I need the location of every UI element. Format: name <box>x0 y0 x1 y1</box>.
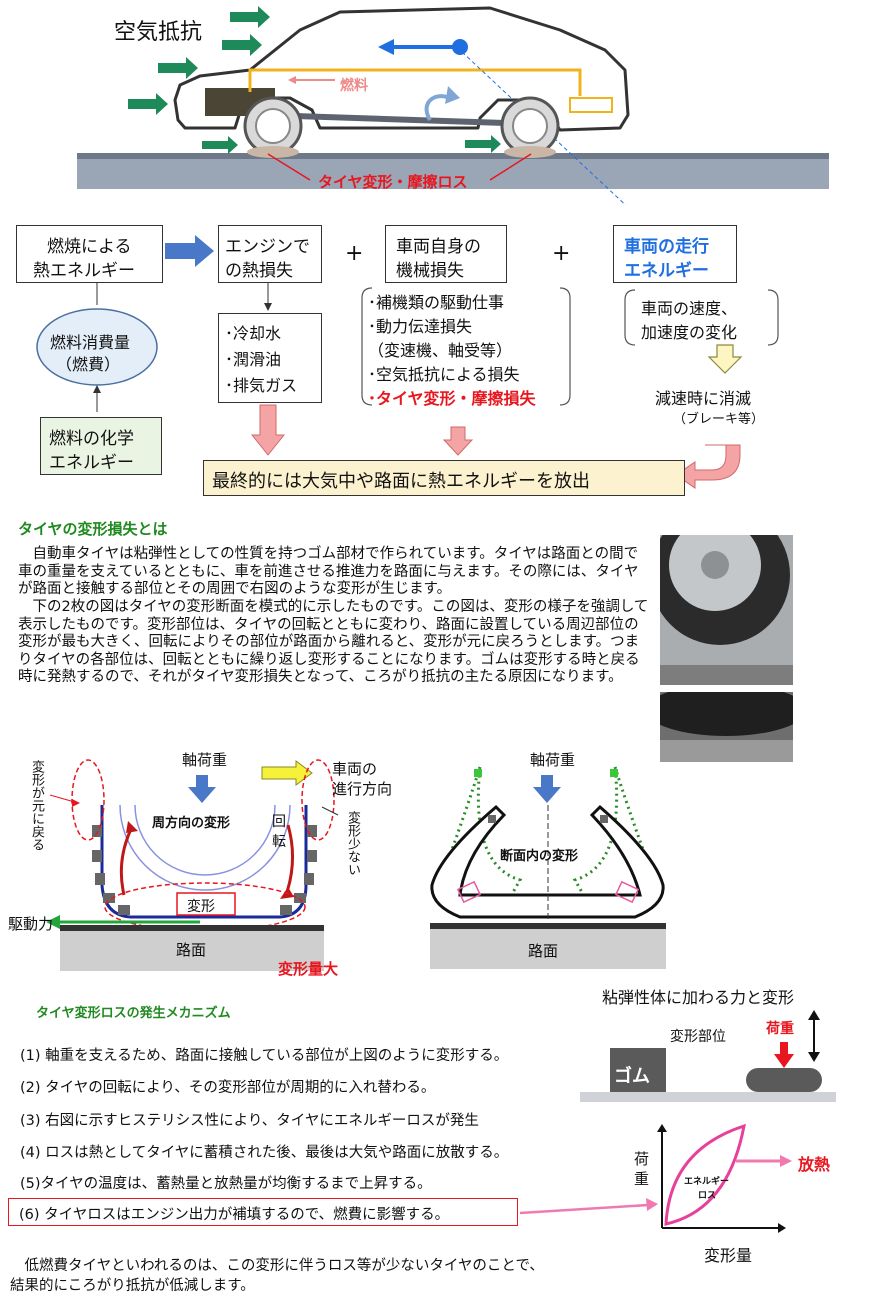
mechanism-item-4: (4) ロスは熱としてタイヤに蓄積された後、最後は大気や路面に放散する。 <box>20 1145 509 1161</box>
conclusion-line1: 低燃費タイヤといわれるのは、この変形に伴うロス等が少ないタイヤのことで、 <box>10 1258 544 1274</box>
drive-force-label: 駆動力 <box>8 915 54 933</box>
fuel-label: 燃料 <box>340 78 368 94</box>
tire-photo-top <box>660 535 793 685</box>
viscoelastic-drawing <box>519 1010 836 1233</box>
y-axis-char-1: 荷 <box>634 1150 650 1168</box>
car-title: 空気抵抗 <box>114 20 203 45</box>
plus-sign-1: + <box>345 241 364 266</box>
rotation-char-1: 回 <box>272 814 286 830</box>
engine-items-box: ･冷却水 ･潤滑油 ･排気ガス <box>218 313 322 403</box>
plus-sign-2: + <box>552 241 571 266</box>
viscoelastic-diagram: 粘弾性体に加わる力と変形 変形部位 荷重 ゴム 荷 重 エネルギー ロス 放熱 … <box>519 980 880 1280</box>
chemical-energy-line1: 燃料の化学 <box>49 429 134 449</box>
running-energy-box: 車両の走行 エネルギー <box>613 225 737 283</box>
tire-diagram-cross-section: 軸荷重 断面内の変形 路面 <box>420 745 680 975</box>
chemical-energy-line2: エネルギー <box>49 453 134 473</box>
engine-item-oil: ･潤滑油 <box>225 350 282 369</box>
right-axle-load: 軸荷重 <box>530 751 576 769</box>
return-shape-label: 変形が元に戻る <box>29 760 44 851</box>
running-energy-line1: 車両の走行 <box>624 237 709 257</box>
conclusion-line2: 結果的にころがり抵抗が低減します。 <box>10 1278 255 1294</box>
direction-line1: 車両の <box>332 760 378 778</box>
engine-loss-line1: エンジンで <box>225 237 310 257</box>
final-heat-text: 最終的には大気中や路面に熱エネルギーを放出 <box>212 471 590 492</box>
speed-change-line2: 加速度の変化 <box>641 323 738 342</box>
circumferential-label: 周方向の変形 <box>152 816 231 831</box>
combustion-box: 燃焼による 熱エネルギー <box>16 225 163 283</box>
mech-loss-line1: 車両自身の <box>396 237 481 257</box>
energy-flow-diagram: 燃焼による 熱エネルギー エンジンで の熱損失 + 車両自身の 機械損失 + 車… <box>0 205 885 505</box>
car-illustration <box>77 6 829 227</box>
viscoelastic-title: 粘弾性体に加わる力と変形 <box>602 988 795 1007</box>
energy-loss-line1: エネルギー <box>684 1177 730 1187</box>
mechanism-item-2: (2) タイヤの回転により、その変形部位が周期的に入れ替わる。 <box>20 1080 436 1096</box>
left-road-label: 路面 <box>176 941 207 959</box>
rotation-char-2: 転 <box>272 834 286 850</box>
fuel-consumption-line2: （燃費） <box>56 355 121 374</box>
direction-line2: 進行方向 <box>332 780 393 798</box>
tire-photo-bottom <box>660 692 793 762</box>
mech-item-4: ･空気抵抗による損失 <box>368 365 520 384</box>
mechanism-item-5: (5)タイヤの温度は、蓄熱量と放熱量が均衡するまで上昇する。 <box>20 1176 432 1192</box>
engine-loss-box: エンジンで の熱損失 <box>218 225 322 283</box>
y-axis-char-2: 重 <box>634 1170 650 1188</box>
circumferential-deformation-drawing <box>46 759 339 971</box>
mechanism-heading: タイヤ変形ロスの発生メカニズム <box>36 1006 231 1021</box>
load-label: 荷重 <box>766 1021 794 1037</box>
tire-diagram-circumferential: 軸荷重 車両の 進行方向 変形が元に戻る 周方向の変形 回 転 変形少ない 変形… <box>0 745 420 985</box>
flow-arrows <box>36 235 779 489</box>
engine-item-coolant: ･冷却水 <box>225 324 282 343</box>
fuel-consumption-line1: 燃料消費量 <box>50 333 131 352</box>
speed-change-line1: 車両の速度、 <box>641 299 738 318</box>
mechanism-item-6: (6) タイヤロスはエンジン出力が補填するので、燃費に影響する。 <box>19 1207 450 1223</box>
tire-photo-top-illustration <box>660 535 793 685</box>
mechanism-item-6-box: (6) タイヤロスはエンジン出力が補填するので、燃費に影響する。 <box>8 1198 518 1226</box>
final-heat-box: 最終的には大気中や路面に熱エネルギーを放出 <box>203 460 685 496</box>
running-energy-line2: エネルギー <box>624 261 709 281</box>
mechanism-item-1: (1) 軸重を支えるため、路面に接触している部位が上図のように変形する。 <box>20 1048 509 1064</box>
left-axle-load: 軸荷重 <box>182 751 228 769</box>
rubber-label: ゴム <box>614 1066 650 1087</box>
combustion-line1: 燃焼による <box>47 237 132 257</box>
heat-label: 放熱 <box>798 1155 831 1174</box>
deform-label: 変形 <box>187 899 215 915</box>
cross-section-drawing <box>430 766 666 969</box>
mech-item-2: ･動力伝達損失 <box>368 317 473 336</box>
decel-label: 減速時に消滅 <box>655 389 752 408</box>
engine-item-exhaust: ･排気ガス <box>225 376 298 395</box>
cross-section-label: 断面内の変形 <box>500 849 579 864</box>
large-deform-label: 変形量大 <box>278 960 339 978</box>
energy-loss-line2: ロス <box>698 1191 717 1201</box>
paragraph-2: 下の2枚の図はタイヤの変形断面を模式的に示したものです。この図は、変形の様子を強… <box>18 599 649 685</box>
mech-item-tire-loss: ･タイヤ変形・摩擦損失 <box>368 389 536 408</box>
tire-photo-bottom-illustration <box>660 692 793 762</box>
mechanism-item-3: (3) 右図に示すヒステリシス性により、タイヤにエネルギーロスが発生 <box>20 1113 479 1129</box>
mechanical-loss-box: 車両自身の 機械損失 <box>385 225 507 283</box>
deform-part-label: 変形部位 <box>670 1029 726 1045</box>
right-road-label: 路面 <box>528 942 559 960</box>
chemical-energy-box: 燃料の化学 エネルギー <box>40 417 162 475</box>
mech-item-3: （変速機、軸受等） <box>368 341 513 360</box>
section-heading: タイヤの変形損失とは <box>18 520 168 538</box>
paragraph-1: 自動車タイヤは粘弾性としての性質を持つゴム部材で作られています。タイヤは路面との… <box>18 546 639 597</box>
car-diagram: 空気抵抗 燃料 タイヤ変形・摩擦ロス <box>0 0 885 227</box>
tire-loss-label: タイヤ変形・摩擦ロス <box>318 173 468 191</box>
little-deform-label: 変形少ない <box>345 811 360 876</box>
mech-loss-line2: 機械損失 <box>396 261 464 281</box>
mech-item-1: ･補機類の駆動仕事 <box>368 293 505 312</box>
engine-loss-line2: の熱損失 <box>225 261 293 281</box>
x-axis-label: 変形量 <box>704 1246 753 1265</box>
combustion-line2: 熱エネルギー <box>33 261 135 281</box>
brake-label: （ブレーキ等） <box>673 412 765 427</box>
